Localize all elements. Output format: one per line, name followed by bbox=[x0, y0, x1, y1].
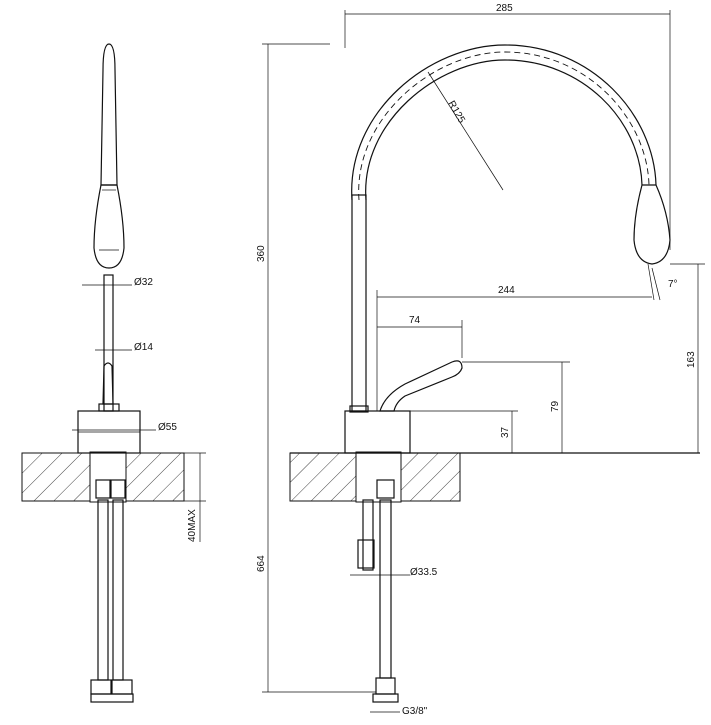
front-spout-head bbox=[93, 184, 125, 269]
side-hose bbox=[379, 499, 392, 679]
side-spout-arc-outer bbox=[351, 44, 657, 201]
front-stem bbox=[103, 274, 114, 412]
nozzle-diameter-label: Ø32 bbox=[134, 277, 153, 288]
front-view bbox=[21, 43, 185, 703]
base-height-label: 37 bbox=[500, 426, 511, 438]
side-dimensions: 285 R125 360 244 7° 74 163 79 37 66 bbox=[256, 3, 705, 717]
base-diameter-label: Ø55 bbox=[158, 422, 177, 433]
tilt-angle-label: 7° bbox=[668, 279, 678, 290]
front-dimensions: Ø32 Ø14 Ø55 40MAX bbox=[72, 277, 206, 542]
below-counter-label: 664 bbox=[256, 555, 267, 572]
counter-thickness-label: 40MAX bbox=[187, 509, 198, 542]
radius-label: R125 bbox=[445, 99, 467, 126]
front-hose-left bbox=[97, 499, 109, 681]
front-hose-right bbox=[112, 499, 124, 681]
spout-reach-label: 244 bbox=[498, 285, 515, 296]
front-hose-nut-right bbox=[111, 679, 133, 695]
shank-diameter-label: Ø33.5 bbox=[410, 567, 438, 578]
side-spout-column bbox=[351, 194, 367, 412]
side-view bbox=[289, 44, 700, 703]
lever-height-label: 79 bbox=[550, 400, 561, 412]
front-lever bbox=[102, 362, 114, 405]
side-spout-head bbox=[633, 184, 671, 265]
side-spout-arc-inner bbox=[365, 59, 643, 201]
side-spout-centerline bbox=[358, 51, 650, 201]
hose-thread-label: G3/8" bbox=[402, 706, 428, 717]
overall-width-label: 285 bbox=[496, 3, 513, 14]
lever-reach-label: 74 bbox=[409, 315, 421, 326]
stem-diameter-label: Ø14 bbox=[134, 342, 153, 353]
spout-height-label: 163 bbox=[686, 351, 697, 368]
radius-line bbox=[427, 71, 504, 191]
overall-height-label: 360 bbox=[256, 245, 267, 262]
side-hose-nut bbox=[375, 677, 396, 695]
front-spout-neck bbox=[100, 43, 118, 186]
side-base bbox=[344, 410, 411, 454]
side-shank bbox=[362, 499, 374, 571]
side-lever bbox=[379, 360, 463, 412]
front-hose-nut-left bbox=[90, 679, 112, 695]
